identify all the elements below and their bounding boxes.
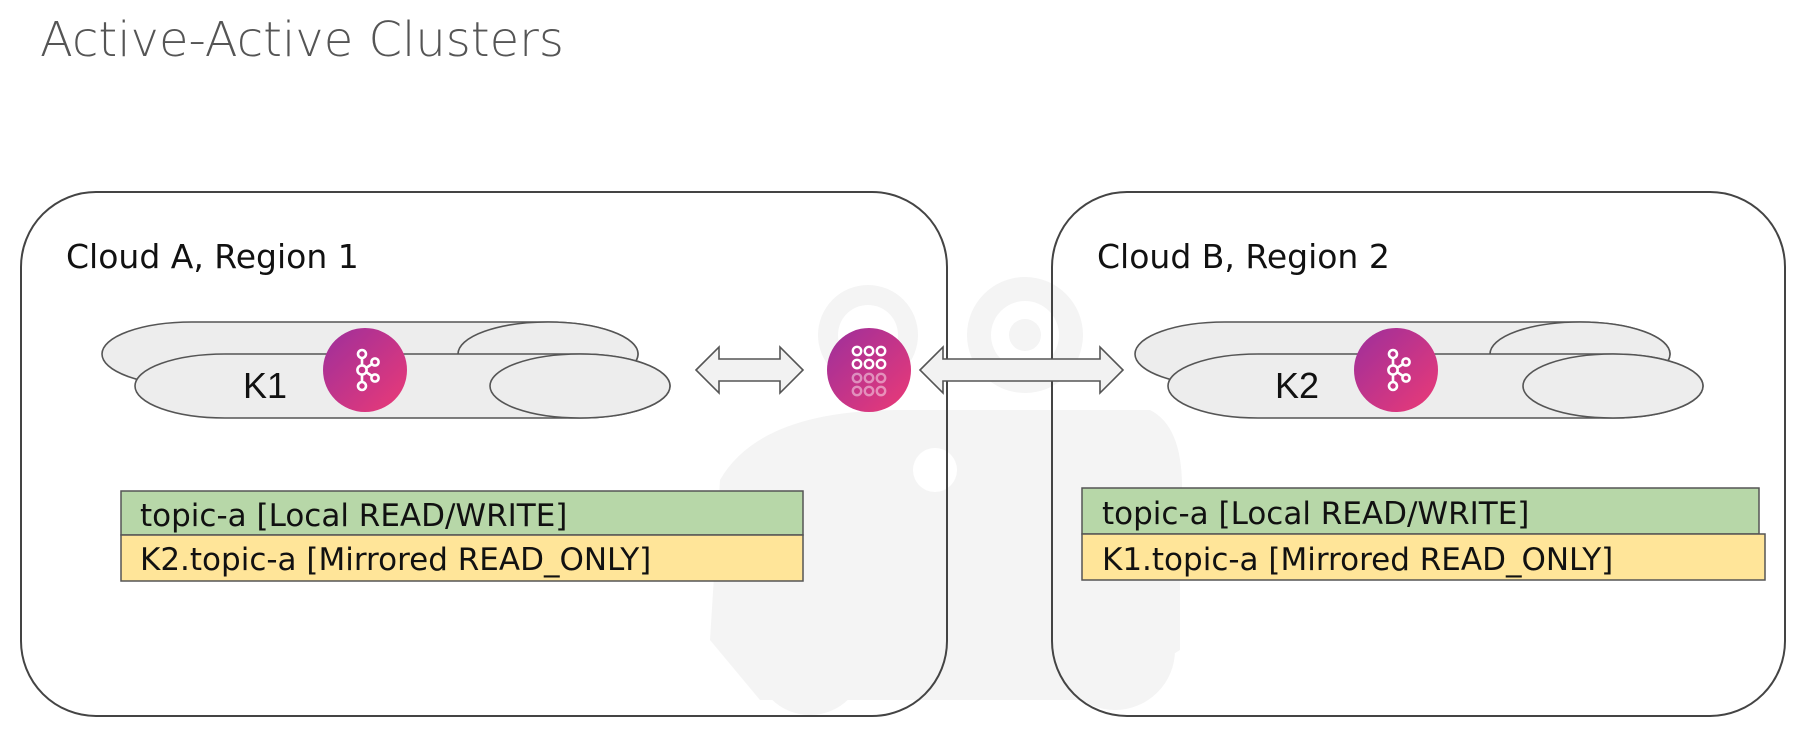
region-cloud-a: Cloud A, Region 1 K1 topic-a [Local READ… bbox=[20, 191, 948, 717]
topic-local-text: topic-a [Local READ/WRITE] bbox=[1102, 496, 1529, 532]
topic-row-mirrored bbox=[120, 534, 804, 582]
cluster-label: K1 bbox=[243, 365, 287, 406]
region-label: Cloud B, Region 2 bbox=[1097, 237, 1390, 276]
cluster-label: K2 bbox=[1275, 365, 1319, 406]
topic-list: topic-a [Local READ/WRITE] K2.topic-a [M… bbox=[120, 490, 804, 582]
topic-mirrored-text: K1.topic-a [Mirrored READ_ONLY] bbox=[1102, 542, 1613, 578]
kafka-cluster-k2: K2 bbox=[1134, 321, 1704, 419]
topic-row-local bbox=[120, 490, 804, 536]
bidirectional-arrow-icon bbox=[918, 345, 1125, 395]
topic-row-mirrored bbox=[1081, 533, 1766, 581]
region-cloud-b: Cloud B, Region 2 K2 topic-a [Local READ… bbox=[1051, 191, 1786, 717]
kafka-logo-icon bbox=[323, 328, 407, 412]
cluster-cylinder-front bbox=[1167, 353, 1704, 419]
bidirectional-arrow-icon bbox=[694, 345, 805, 395]
kafka-cluster-k1: K1 bbox=[101, 321, 671, 419]
mirror-maker-icon bbox=[827, 328, 911, 412]
region-box bbox=[20, 191, 948, 717]
topic-mirrored-text: K2.topic-a [Mirrored READ_ONLY] bbox=[140, 542, 651, 578]
kafka-logo-icon bbox=[1354, 328, 1438, 412]
topic-local-text: topic-a [Local READ/WRITE] bbox=[140, 498, 567, 534]
topic-list: topic-a [Local READ/WRITE] K1.topic-a [M… bbox=[1081, 487, 1766, 581]
region-box bbox=[1051, 191, 1786, 717]
region-label: Cloud A, Region 1 bbox=[66, 237, 359, 276]
slide-title: Active-Active Clusters bbox=[40, 12, 564, 68]
